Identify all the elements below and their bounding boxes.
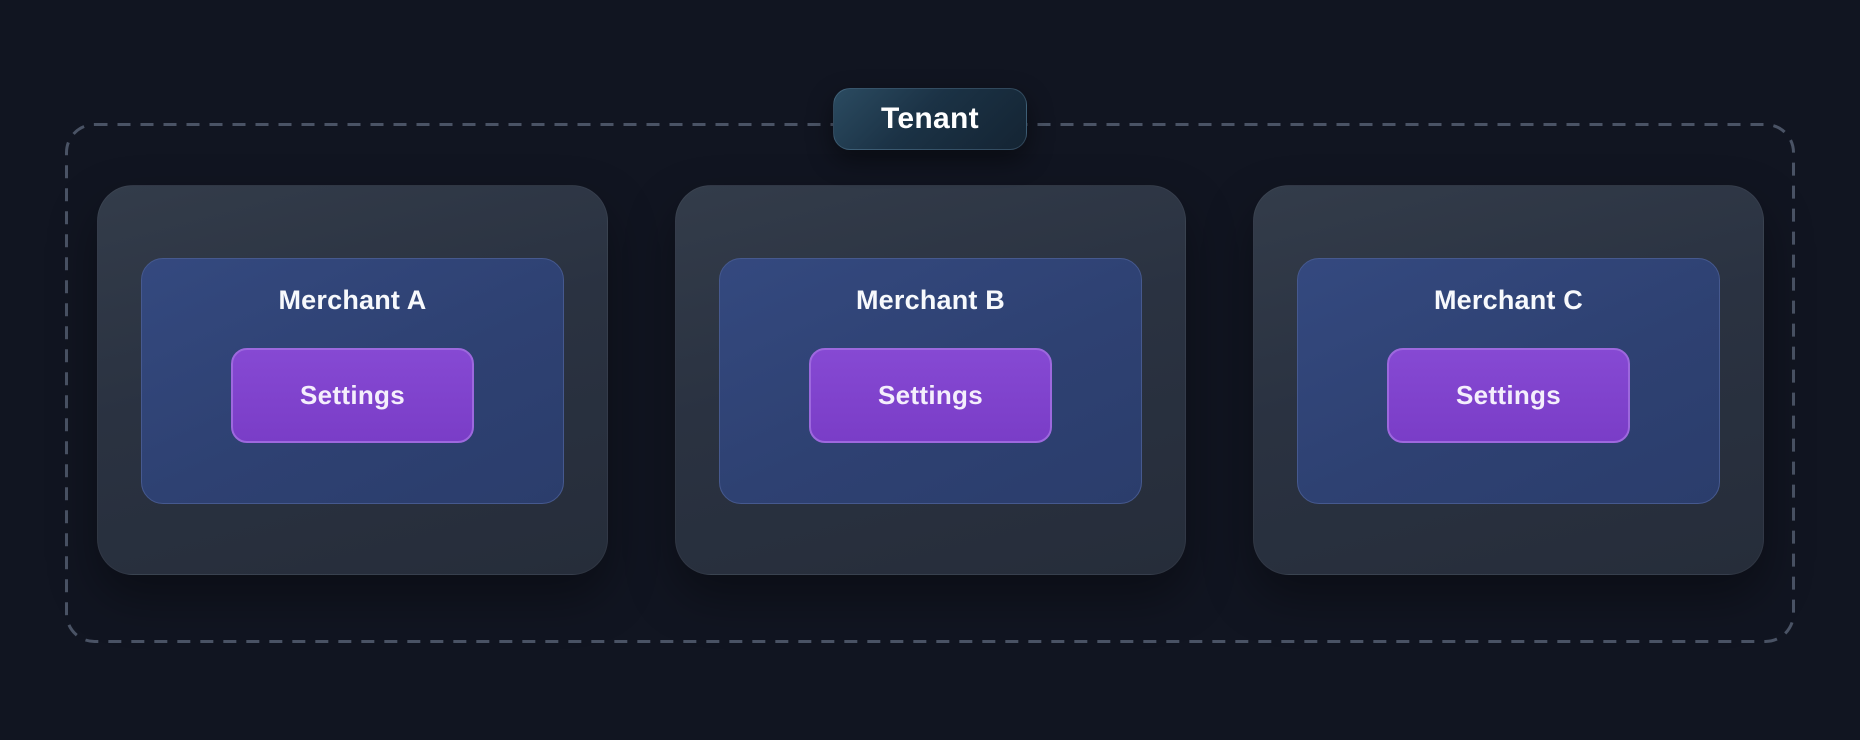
merchant-c-panel: Merchant C Settings [1297, 258, 1720, 504]
tenant-badge: Tenant [833, 88, 1027, 150]
merchant-b-panel: Merchant B Settings [719, 258, 1142, 504]
merchant-a-name: Merchant A [278, 285, 427, 315]
tenant-label: Tenant [881, 102, 979, 135]
merchant-c-settings-button[interactable]: Settings [1387, 348, 1630, 443]
merchant-a-panel: Merchant A Settings [141, 258, 564, 504]
merchant-a-card: Merchant A Settings [97, 185, 608, 575]
merchant-cards-row: Merchant A Settings Merchant B Settings … [97, 185, 1764, 575]
merchant-c-name: Merchant C [1433, 285, 1584, 315]
merchant-c-card: Merchant C Settings [1253, 185, 1764, 575]
merchant-a-settings-button[interactable]: Settings [231, 348, 474, 443]
merchant-b-name: Merchant B [855, 285, 1006, 315]
merchant-b-settings-button[interactable]: Settings [809, 348, 1052, 443]
merchant-b-card: Merchant B Settings [675, 185, 1186, 575]
